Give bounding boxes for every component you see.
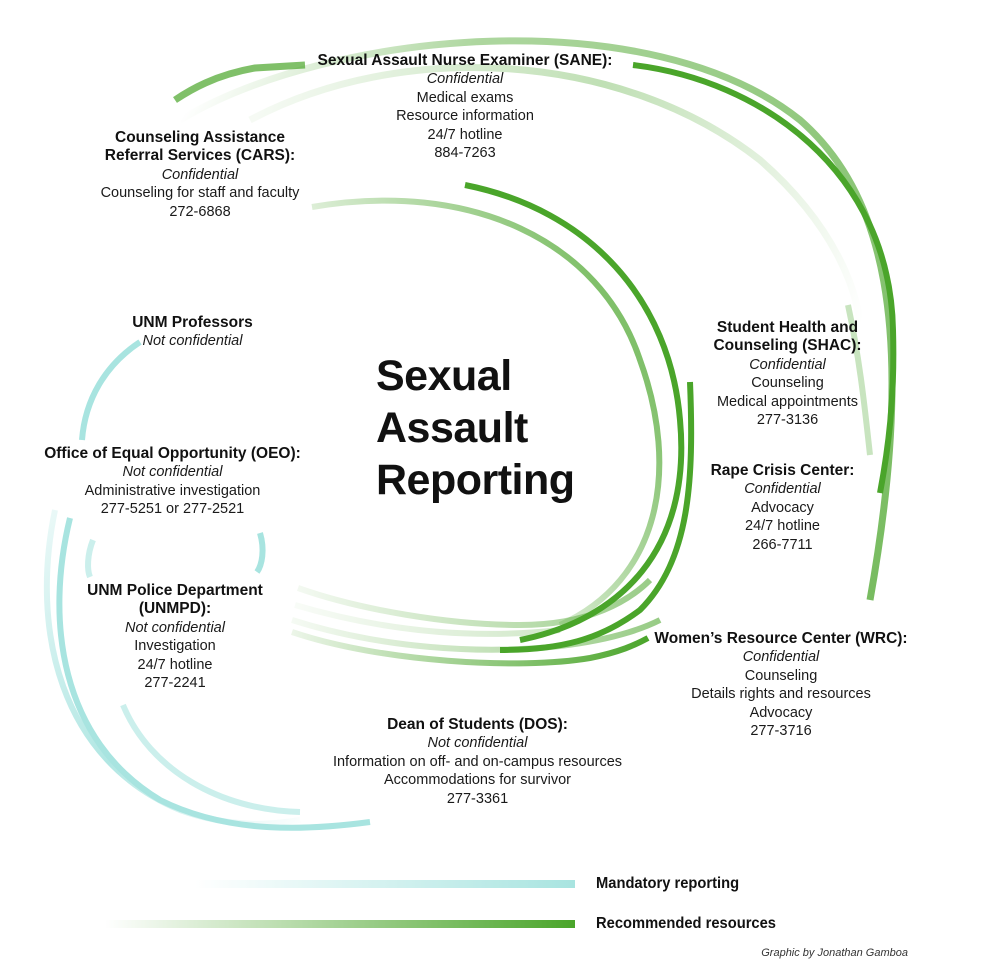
arc-bottom-2 xyxy=(294,602,561,637)
legend-recommended-label: Recommended resources xyxy=(596,915,776,932)
node-detail: Accommodations for survivor xyxy=(384,772,571,789)
node-detail: Counseling xyxy=(744,667,818,684)
main-title-line: Sexual xyxy=(376,352,512,400)
node-title: Women’s Resource Center (WRC): xyxy=(654,630,908,647)
arc-teal-inner xyxy=(120,703,301,815)
node-phone: 277-3361 xyxy=(446,790,509,807)
node-phone: 266-7711 xyxy=(752,536,813,553)
node-title: Office of Equal Opportunity (OEO): xyxy=(44,445,301,462)
arc-sane-right xyxy=(632,62,897,494)
legend-mandatory-label: Mandatory reporting xyxy=(596,875,740,892)
node-detail: Medical appointments xyxy=(716,393,859,410)
legend-recommended-bar xyxy=(105,920,575,928)
node-phone: 277-3136 xyxy=(756,412,819,429)
node-detail: 24/7 hotline xyxy=(427,126,503,143)
arc-sane-inner xyxy=(464,182,685,643)
arc-sane-shac xyxy=(845,304,873,456)
arc-oeo-small-right xyxy=(254,532,266,574)
arc-bottom-1 xyxy=(296,577,653,629)
main-title: Sexual Assault Reporting xyxy=(376,350,575,506)
node-cars: Counseling Assistance Referral Services … xyxy=(80,129,320,221)
node-detail: Information on off- and on-campus resour… xyxy=(332,753,623,770)
node-unm-professors: UNM Professors Not confidential xyxy=(100,314,285,351)
node-title: UNM Police Department xyxy=(87,582,263,599)
confidentiality-status: Not confidential xyxy=(125,619,225,636)
confidentiality-status: Confidential xyxy=(742,649,820,666)
node-title: Rape Crisis Center: xyxy=(710,462,855,479)
confidentiality-status: Confidential xyxy=(744,481,821,498)
confidentiality-status: Confidential xyxy=(161,166,239,183)
main-title-line: Assault xyxy=(376,404,528,452)
arc-sane-left xyxy=(173,61,306,103)
node-phone: 272-6868 xyxy=(169,203,231,220)
node-wrc: Women’s Resource Center (WRC): Confident… xyxy=(645,630,917,740)
arc-bottom-3 xyxy=(291,617,662,653)
node-title: UNM Professors xyxy=(132,314,253,331)
node-detail: Counseling xyxy=(751,375,824,392)
node-unmpd: UNM Police Department (UNMPD): Not confi… xyxy=(70,582,280,692)
node-detail: 24/7 hotline xyxy=(137,656,213,673)
node-phone: 884-7263 xyxy=(434,145,496,162)
node-detail: Advocacy xyxy=(749,704,813,721)
node-detail: Investigation xyxy=(134,638,216,655)
node-title: Sexual Assault Nurse Examiner (SANE): xyxy=(317,52,613,69)
confidentiality-status: Not confidential xyxy=(122,464,223,481)
node-rape-crisis-center: Rape Crisis Center: Confidential Advocac… xyxy=(695,462,870,554)
node-sane: Sexual Assault Nurse Examiner (SANE): Co… xyxy=(300,52,630,162)
arc-teal-mid xyxy=(43,509,301,827)
legend-mandatory-bar xyxy=(195,880,575,888)
node-detail: 24/7 hotline xyxy=(745,518,820,535)
node-title: Counseling (SHAC): xyxy=(713,337,862,355)
arc-professors-oeo xyxy=(79,339,142,441)
arc-bottom-wrc xyxy=(291,629,650,667)
node-title: Student Health and xyxy=(716,319,859,336)
node-shac: Student Health and Counseling (SHAC): Co… xyxy=(695,319,880,429)
arc-outer-top-faint xyxy=(248,64,864,331)
node-detail: Medical exams xyxy=(416,89,514,106)
confidentiality-status: Not confidential xyxy=(142,333,243,350)
node-detail: Resource information xyxy=(396,108,534,125)
node-title: Dean of Students (DOS): xyxy=(387,716,568,733)
node-phone: 277-3716 xyxy=(750,723,812,740)
arc-cars-inner xyxy=(311,197,663,628)
confidentiality-status: Confidential xyxy=(426,71,504,88)
node-phone: 277-5251 or 277-2521 xyxy=(100,501,245,518)
node-title: Counseling Assistance xyxy=(115,129,285,146)
node-detail: Administrative investigation xyxy=(84,482,261,499)
node-title: Referral Services (CARS): xyxy=(104,147,296,165)
node-detail: Counseling for staff and faculty xyxy=(100,185,300,202)
confidentiality-status: Confidential xyxy=(749,356,826,373)
confidentiality-status: Not confidential xyxy=(427,735,528,752)
node-detail: Details rights and resources xyxy=(691,686,871,703)
node-phone: 277-2241 xyxy=(144,675,206,692)
node-title: (UNMPD): xyxy=(138,600,212,618)
main-title-line: Reporting xyxy=(376,456,575,504)
node-detail: Advocacy xyxy=(751,499,814,516)
node-oeo: Office of Equal Opportunity (OEO): Not c… xyxy=(30,445,315,519)
arc-oeo-small-left xyxy=(85,538,96,579)
graphic-credit: Graphic by Jonathan Gamboa xyxy=(761,947,908,959)
node-dos: Dean of Students (DOS): Not confidential… xyxy=(310,716,645,808)
